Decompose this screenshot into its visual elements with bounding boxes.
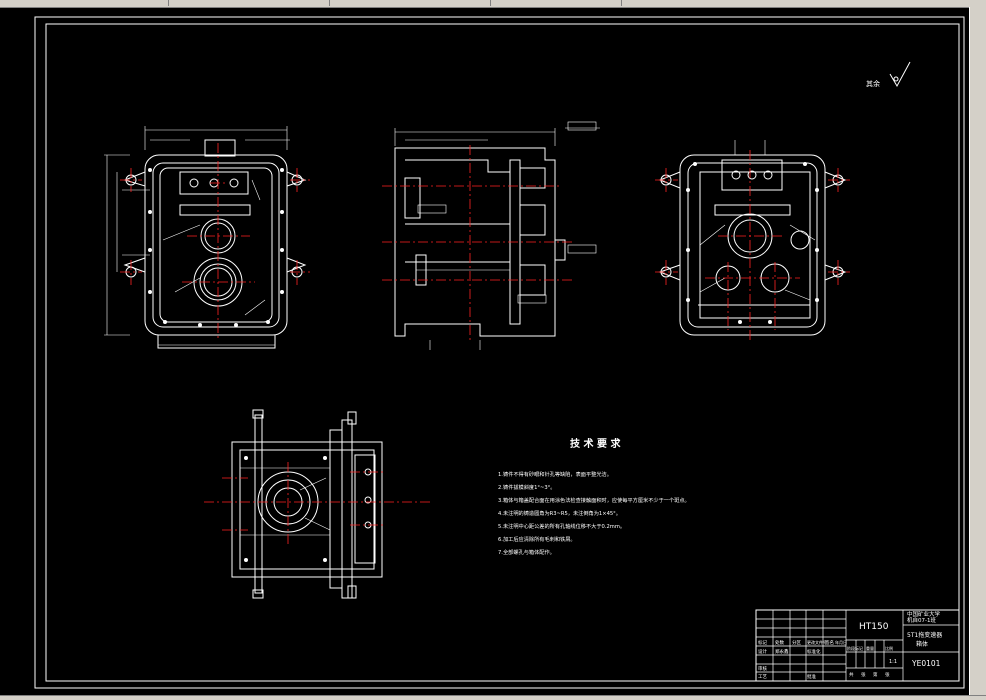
horizontal-scrollbar[interactable] <box>0 695 986 700</box>
col-label: 更改文件号 <box>807 639 827 645</box>
top-view-centerlines <box>204 462 430 545</box>
sheet-label: 第 <box>873 671 878 678</box>
side-section-view <box>394 121 600 350</box>
stage-mark-label: 阶段标记 <box>847 645 863 651</box>
sheet-label: 张 <box>885 671 890 678</box>
tech-req-title: 技 术 要 求 <box>570 437 621 450</box>
org-line-2: 机自07-1班 <box>907 616 936 624</box>
scale-value: 1:1 <box>889 659 897 665</box>
toolbar-segment[interactable] <box>169 0 330 6</box>
vertical-scrollbar[interactable] <box>969 7 986 695</box>
part-name-line-2: 箱体 <box>916 640 928 648</box>
tech-req-item: 7.全部螺孔与箱体配作。 <box>498 548 555 556</box>
col-label: 处数 <box>775 639 784 646</box>
sheet-label: 共 <box>849 671 854 678</box>
front-view-centerlines <box>120 143 310 338</box>
drawing-number: YE0101 <box>911 659 941 668</box>
weight-label: 重量 <box>866 645 874 651</box>
material-label: HT150 <box>859 622 889 632</box>
toolbar-segment[interactable] <box>330 0 491 6</box>
title-block-text: HT150 中国矿业大学 机自07-1班 5T1拖变速器 箱体 YE0101 1… <box>758 610 942 680</box>
title-block <box>755 609 960 682</box>
col-label: 分区 <box>792 639 801 646</box>
row-label: 设计 <box>758 648 767 655</box>
front-view <box>104 126 307 349</box>
tech-req-item: 2.铸件拔模斜度1°~3°。 <box>498 483 555 491</box>
technical-requirements: 技 术 要 求 1.铸件不得有砂眼和针孔等缺陷，表面平整光洁。 2.铸件拔模斜度… <box>498 437 690 556</box>
tech-req-item: 1.铸件不得有砂眼和针孔等缺陷，表面平整光洁。 <box>498 470 612 478</box>
outer-frame <box>34 16 965 689</box>
std-label: 标准化 <box>807 648 821 655</box>
designer-name: 郑永鑫 <box>775 648 789 655</box>
check-icon <box>889 61 911 88</box>
drawing-canvas[interactable]: 其余 <box>0 7 969 695</box>
roughness-note: 其余 <box>866 79 880 88</box>
tech-req-item: 5.未注明中心距公差的所有孔轴线位移不大于0.2mm。 <box>498 522 625 530</box>
rear-view-centerlines <box>655 150 850 340</box>
org-line-1: 中国矿业大学 <box>907 610 941 618</box>
roughness-symbol: 其余 <box>866 61 911 88</box>
inner-border <box>45 23 960 682</box>
col-label: 年月日 <box>835 639 847 645</box>
toolbar-segment[interactable] <box>491 0 622 6</box>
row-label: 标记 <box>758 639 767 646</box>
col-label: 签名 <box>825 639 834 646</box>
scale-label: 比例 <box>885 645 893 651</box>
tech-req-item: 3.箱体与箱盖配合面在用涂色法检查接触面积时，应使每平方厘米不少于一个斑点。 <box>498 496 690 504</box>
sheet-label: 张 <box>861 671 866 678</box>
toolbar-strip <box>0 0 986 8</box>
side-view-centerlines <box>382 145 575 340</box>
row-label: 审核 <box>758 665 767 672</box>
row-label: 工艺 <box>758 674 767 680</box>
rear-view <box>658 140 847 336</box>
part-name-line-1: 5T1拖变速器 <box>907 631 942 639</box>
approve-label: 批准 <box>807 673 816 680</box>
top-view <box>231 409 383 599</box>
toolbar-segment[interactable] <box>0 0 169 6</box>
tech-req-item: 6.加工后应清除所有毛刺和铁屑。 <box>498 535 576 543</box>
tech-req-item: 4.未注明的铸造圆角为R3~R5，未注倒角为1×45°。 <box>498 509 621 517</box>
